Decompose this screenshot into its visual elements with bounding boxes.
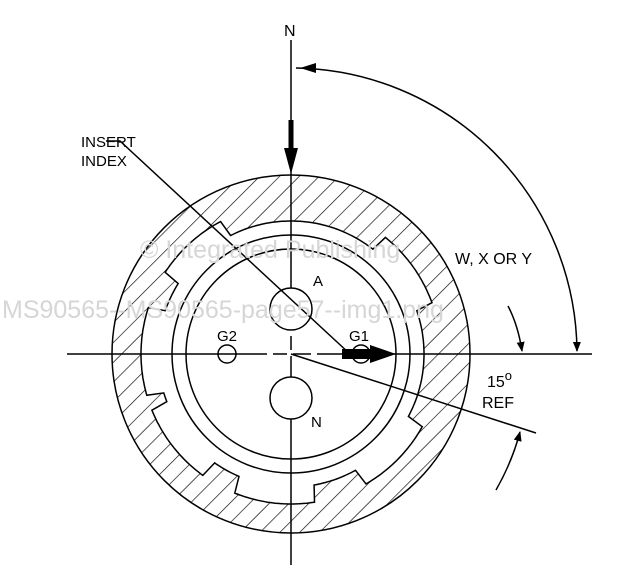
angle-arc-wxy [295,67,581,352]
watermark-line2: MS90565--MS90565-page57--img1.png [2,296,444,324]
insert-index-arrow [342,345,396,363]
angle-label: W, X OR Y [455,251,532,268]
contact-a-label: A [313,273,323,290]
ref-15-degree-line [290,353,537,434]
north-arrowhead [284,148,298,174]
ref-arc-lower [495,431,522,491]
contact-n [269,376,313,420]
contact-a [269,287,313,331]
watermark-line1: © Integrated Publishing [140,236,400,264]
contact-n-label: N [311,414,322,431]
insert-index-leader [106,140,351,355]
contact-g1-label: G1 [349,328,369,345]
insert-index-label: INSERT INDEX [81,134,140,170]
north-label: N [284,23,296,40]
angle-arc-start-arrow [300,63,316,73]
contact-g2 [217,344,237,364]
contact-g2-label: G2 [217,328,237,345]
ref-arc-upper [507,305,525,352]
ref-angle-value: 15o [487,368,512,391]
ref-label: REF [482,395,514,412]
